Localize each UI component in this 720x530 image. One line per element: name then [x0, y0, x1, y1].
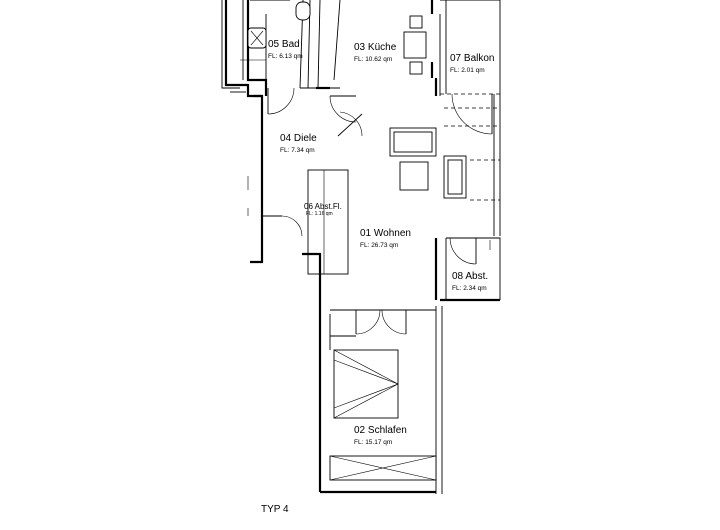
room-area-schlafen: FL: 15.17 qm [354, 439, 392, 446]
bathroom-door [267, 87, 295, 115]
room-name-kueche: 03 Küche [354, 42, 397, 53]
room-label-schlafen: 02 Schlafen FL: 15.17 qm [354, 425, 407, 446]
room-label-balkon: 07 Balkon FL: 2.01 qm [450, 53, 494, 74]
bedroom [320, 349, 437, 494]
balcony [440, 0, 501, 135]
room-area-abst: FL: 2.34 qm [452, 285, 487, 292]
room-name-bad: 05 Bad [268, 39, 300, 50]
living-furniture [389, 127, 467, 199]
kitchen-walls [316, 0, 441, 96]
room-area-bad: FL: 6.13 qm [268, 53, 303, 60]
room-label-abst: 08 Abst. FL: 2.34 qm [452, 271, 488, 292]
room-area-diele: FL: 7.34 qm [280, 147, 315, 154]
room-label-kueche: 03 Küche FL: 10.62 qm [354, 42, 397, 63]
bathroom-fixtures [247, 0, 311, 49]
room-area-wohnen: FL: 26.73 qm [360, 242, 398, 249]
plan-type-label: TYP 4 [261, 504, 289, 515]
storage-room [445, 237, 501, 300]
kitchen-table [403, 15, 427, 75]
hallway-walls [247, 134, 303, 262]
storage-closet [307, 169, 349, 275]
room-name-schlafen: 02 Schlafen [354, 425, 407, 436]
room-label-bad: 05 Bad FL: 6.13 qm [268, 39, 303, 60]
room-label-diele: 04 Diele FL: 7.34 qm [280, 133, 317, 154]
room-name-diele: 04 Diele [280, 133, 317, 144]
room-area-balkon: FL: 2.01 qm [450, 67, 485, 74]
room-name-abst: 08 Abst. [452, 271, 488, 282]
room-label-wohnen: 01 Wohnen FL: 26.73 qm [360, 228, 411, 249]
room-area-abstfl: FL: 1.16 qm [306, 211, 333, 217]
room-area-kueche: FL: 10.62 qm [354, 56, 392, 63]
living-windows [444, 94, 501, 236]
hallway-door [337, 111, 363, 137]
room-name-wohnen: 01 Wohnen [360, 228, 411, 239]
room-label-abstfl: 06 Abst.Fl. FL: 1.16 qm [304, 202, 342, 217]
room-name-abstfl: 06 Abst.Fl. [304, 202, 342, 211]
kitchen-door [329, 95, 357, 123]
bedroom-double-door [329, 309, 436, 350]
room-name-balkon: 07 Balkon [450, 53, 494, 64]
